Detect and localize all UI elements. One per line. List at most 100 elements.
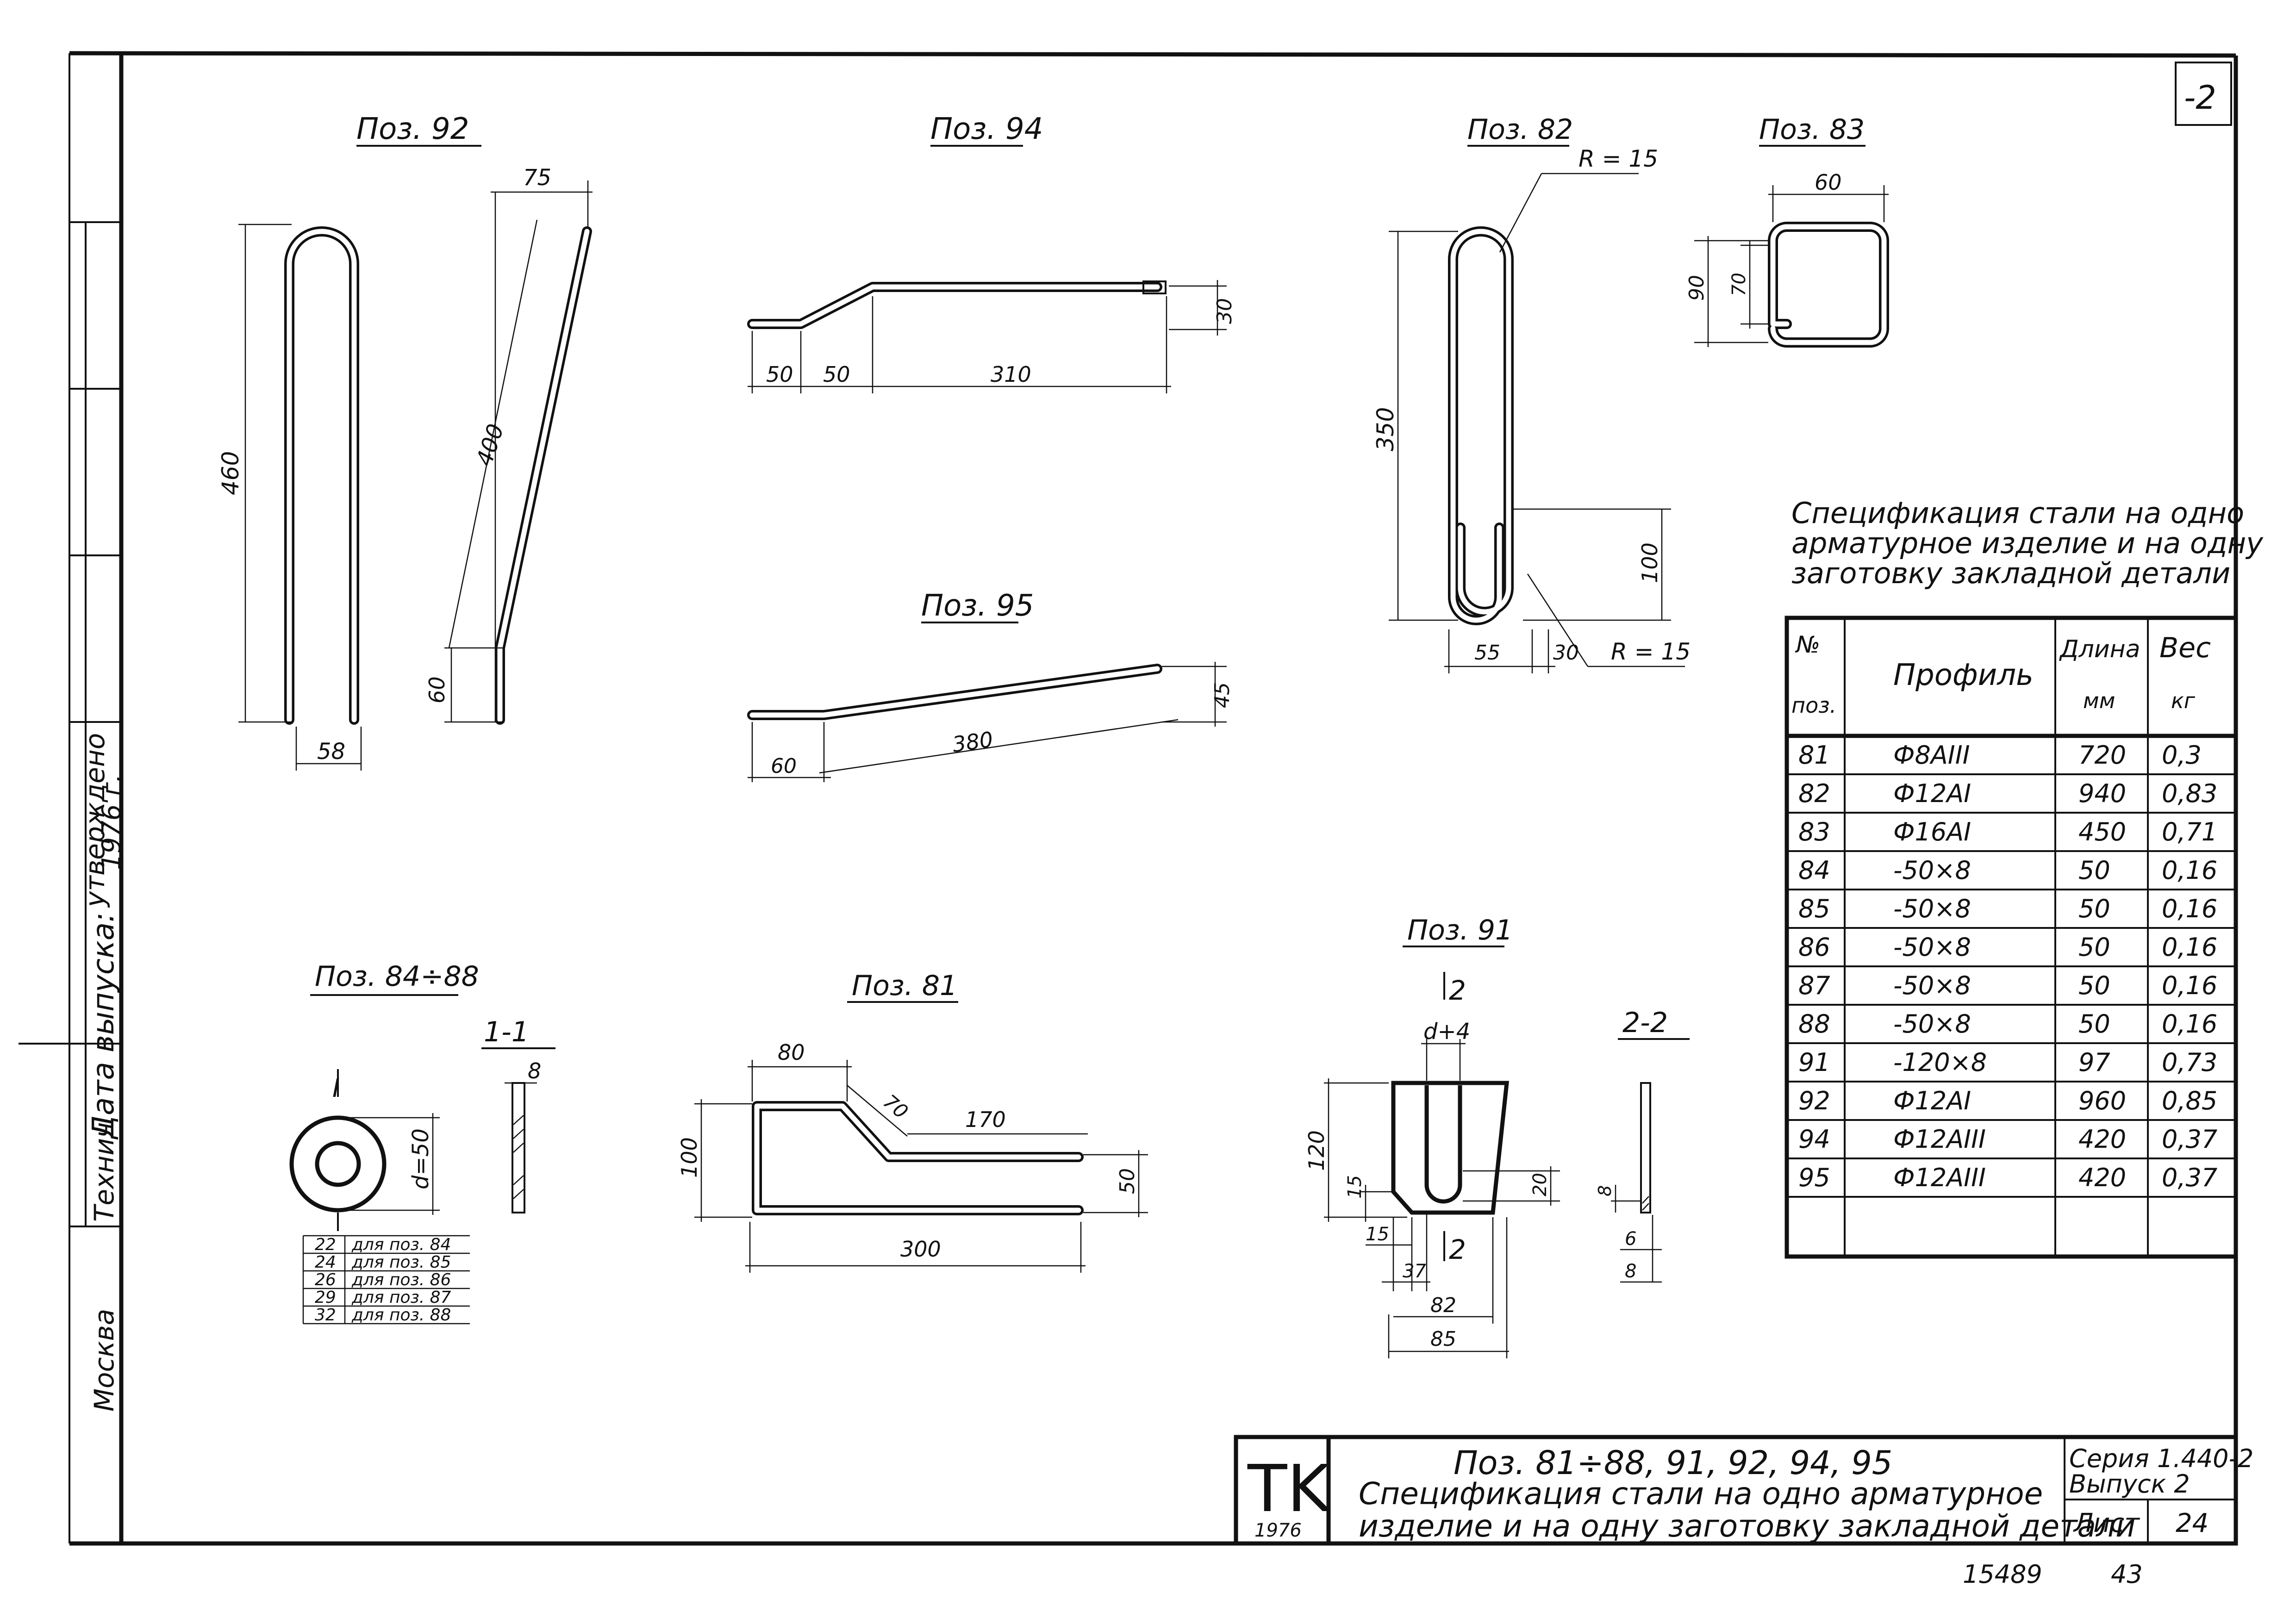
spec-cell-length: 50 — [2078, 856, 2110, 885]
spec-cell-profile: Ф12АIII — [1893, 1163, 1986, 1192]
poz81-dim-100: 100 — [677, 1137, 702, 1178]
spec-cell-weight: 0,16 — [2162, 1009, 2217, 1039]
spec-cell-weight: 0,85 — [2162, 1086, 2217, 1115]
poz92-dim-75: 75 — [523, 165, 551, 191]
spec-cell-pos: 95 — [1798, 1163, 1830, 1192]
poz83-dim-90: 90 — [1685, 275, 1709, 301]
hole-note: для поз. 86 — [351, 1270, 451, 1289]
spec-header-length: Длина — [2059, 635, 2140, 663]
title-series: Серия 1.440-2 — [2069, 1444, 2253, 1473]
spec-cell-pos: 86 — [1798, 933, 1830, 962]
poz91-title: Поз. 91 — [1407, 914, 1513, 946]
poz91-dim-20: 20 — [1529, 1173, 1551, 1196]
poz94-dim-30: 30 — [1213, 298, 1236, 324]
spec-cell-weight: 0,37 — [2162, 1125, 2217, 1154]
spec-cell-profile: Ф16АI — [1893, 817, 1971, 846]
poz81-dim-80: 80 — [778, 1040, 805, 1065]
detail-poz82: Поз. 82 R = 15 350 100 R = 15 55 30 — [1372, 113, 1691, 673]
spec-cell-length: 50 — [2078, 933, 2110, 962]
detail-poz95: Поз. 95 60 380 45 — [747, 589, 1234, 782]
poz91-dim-15a: 15 — [1344, 1175, 1366, 1199]
spec-cell-weight: 0,71 — [2162, 817, 2217, 846]
spec-cell-pos: 92 — [1798, 1086, 1830, 1115]
poz92-dim-60: 60 — [424, 676, 449, 703]
spec-cell-profile: -50×8 — [1893, 856, 1971, 885]
hole-diameter: 32 — [315, 1306, 336, 1325]
poz95-dim-380: 380 — [951, 727, 994, 757]
spec-cell-pos: 94 — [1798, 1125, 1830, 1154]
hole-diameter: 24 — [315, 1253, 336, 1272]
title-block: TK 1976 Поз. 81÷88, 91, 92, 94, 95 Специ… — [1234, 1435, 2253, 1546]
footer-inventory-number: 15489 — [1963, 1560, 2042, 1589]
poz91-section-8a: 8 — [1595, 1185, 1615, 1196]
spec-cell-length: 420 — [2078, 1163, 2126, 1192]
spec-cell-length: 50 — [2078, 1009, 2110, 1039]
spec-cell-weight: 0,16 — [2162, 856, 2217, 885]
poz82-radius-top: R = 15 — [1578, 145, 1658, 172]
poz82-dim-30: 30 — [1553, 641, 1579, 665]
title-positions: Поз. 81÷88, 91, 92, 94, 95 — [1454, 1444, 1892, 1482]
spec-cell-pos: 82 — [1798, 779, 1830, 808]
poz95-dim-45: 45 — [1210, 682, 1234, 708]
poz84-88-diameter: d=50 — [408, 1128, 434, 1189]
poz92-dim-58: 58 — [317, 739, 345, 765]
detail-poz81: Поз. 81 80 70 170 100 50 300 — [677, 970, 1148, 1273]
spec-row: 81 Ф8АIII 720 0,3 — [1798, 740, 2202, 770]
hole-note: для поз. 85 — [351, 1253, 451, 1272]
footer-page-number: 43 — [2111, 1560, 2143, 1589]
hole-diameter: 22 — [315, 1235, 336, 1254]
spec-cell-length: 50 — [2078, 971, 2110, 1000]
poz81-title: Поз. 81 — [852, 970, 957, 1002]
poz91-dim-15b: 15 — [1366, 1224, 1389, 1245]
poz94-dim-310: 310 — [991, 362, 1031, 387]
poz92-dim-400: 400 — [471, 421, 509, 469]
spec-cell-weight: 0,16 — [2162, 894, 2217, 923]
spec-cell-pos: 81 — [1798, 740, 1830, 770]
spec-cell-length: 940 — [2078, 779, 2126, 808]
spec-cell-weight: 0,3 — [2162, 740, 2202, 770]
spec-cell-weight: 0,16 — [2162, 933, 2217, 962]
title-logo-year: 1976 — [1254, 1520, 1302, 1541]
spec-cell-length: 960 — [2078, 1086, 2126, 1115]
poz84-88-title: Поз. 84÷88 — [315, 960, 479, 993]
title-sheet-number: 24 — [2176, 1508, 2209, 1538]
spec-cell-profile: -50×8 — [1893, 933, 1971, 962]
poz94-title: Поз. 94 — [930, 112, 1043, 146]
spec-cell-profile: Ф8АIII — [1893, 740, 1970, 770]
poz91-cut-top: 2 — [1449, 975, 1466, 1006]
spec-cell-profile: -50×8 — [1893, 971, 1971, 1000]
title-sheet-label: Лист — [2073, 1508, 2140, 1538]
poz91-section-6: 6 — [1625, 1228, 1636, 1250]
stamp-date-label: Дата выпуска: — [87, 912, 121, 1140]
title-logo: TK — [1247, 1451, 1331, 1527]
spec-cell-length: 720 — [2078, 740, 2126, 770]
side-stamp: Москва Технич Дата выпуска: утверждено 1… — [79, 733, 127, 1412]
stamp-city: Москва — [88, 1309, 120, 1412]
poz82-dim-100: 100 — [1637, 542, 1662, 583]
poz83-dim-70: 70 — [1728, 273, 1750, 296]
poz94-dim-50b: 50 — [823, 362, 850, 387]
spec-title-line2: арматурное изделие и на одну — [1791, 526, 2264, 560]
spec-cell-profile: -50×8 — [1893, 1009, 1971, 1039]
poz83-title: Поз. 83 — [1759, 113, 1865, 146]
spec-row: 86 -50×8 50 0,16 — [1798, 933, 2217, 962]
poz82-dim-55: 55 — [1474, 641, 1500, 665]
poz83-dim-60: 60 — [1815, 170, 1842, 195]
hole-note: для поз. 84 — [351, 1235, 451, 1254]
poz91-section-label: 2-2 — [1622, 1007, 1668, 1039]
poz82-title: Поз. 82 — [1467, 113, 1573, 146]
spec-cell-length: 50 — [2078, 894, 2110, 923]
poz84-88-cut-mark: I — [332, 1074, 340, 1103]
spec-cell-pos: 85 — [1798, 894, 1830, 923]
poz94-dim-50a: 50 — [766, 362, 793, 387]
spec-header-weight-unit: кг — [2171, 688, 2196, 713]
poz81-dim-300: 300 — [900, 1237, 941, 1262]
